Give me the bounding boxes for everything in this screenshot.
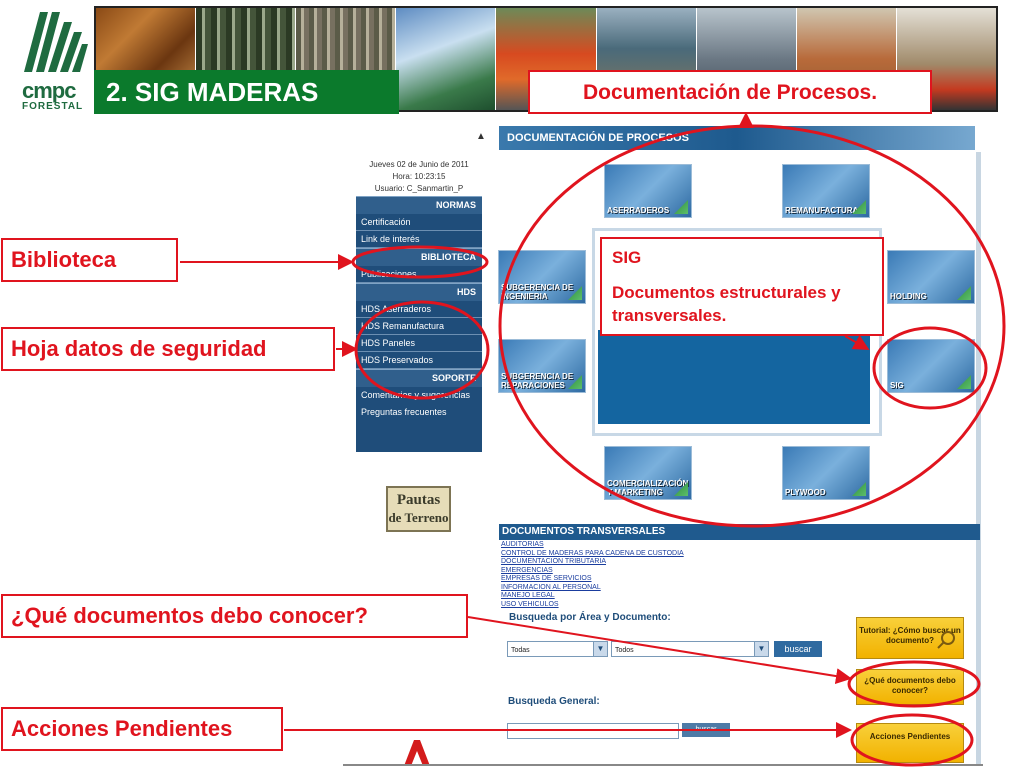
- general-search-label: Busqueda General:: [508, 696, 600, 707]
- section-title: 2. SIG MADERAS: [94, 70, 399, 114]
- link-uso-vehiculos[interactable]: USO VEHICULOS: [501, 600, 559, 608]
- tree-icon: [852, 482, 866, 496]
- nav-item-certificacion[interactable]: Certificación: [356, 214, 482, 231]
- footer-divider: [343, 764, 983, 766]
- magnifier-icon: [937, 631, 955, 649]
- caret-up-icon: ▲: [476, 131, 486, 142]
- nav-item-hds-paneles[interactable]: HDS Paneles: [356, 335, 482, 352]
- tile-subgerencia-ingenieria[interactable]: SUBGERENCIA DE INGENIERIA: [498, 250, 586, 304]
- logo-wordmark: cmpc: [22, 78, 76, 103]
- nav-item-hds-aserraderos[interactable]: HDS Aserraderos: [356, 301, 482, 318]
- link-auditorias[interactable]: AUDITORIAS: [501, 541, 544, 548]
- tree-icon: [957, 375, 971, 389]
- link-empresas-servicios[interactable]: EMPRESAS DE SERVICIOS: [501, 575, 592, 582]
- tile-label: PLYWOOD: [785, 488, 826, 497]
- side-nav: NORMAS Certificación Link de interés BIB…: [356, 196, 482, 452]
- tile-label: REMANUFACTURA: [785, 206, 859, 215]
- tree-icon: [674, 200, 688, 214]
- document-select[interactable]: Todos ▼: [611, 641, 769, 657]
- doc-procesos-banner: DOCUMENTACIÓN DE PROCESOS: [499, 126, 975, 150]
- tile-comercializacion[interactable]: COMERCIALIZACIÓN Y MARKETING: [604, 446, 692, 500]
- tile-subgerencia-reparaciones[interactable]: SUBGERENCIA DE REPARACIONES: [498, 339, 586, 393]
- pautas-line2: de Terreno: [388, 510, 449, 525]
- nav-item-comentarios[interactable]: Comentarios y sugerencias: [361, 390, 471, 400]
- transversales-links: AUDITORIAS CONTROL DE MADERAS PARA CADEN…: [501, 541, 684, 609]
- nav-head-soporte[interactable]: SOPORTE: [356, 369, 482, 387]
- tile-remanufactura[interactable]: REMANUFACTURA: [782, 164, 870, 218]
- link-informacion-personal[interactable]: INFORMACION AL PERSONAL: [501, 583, 601, 591]
- nav-item-publicaciones[interactable]: Publicaciones: [356, 266, 482, 283]
- area-select-value: Todas: [511, 647, 530, 654]
- general-search-button[interactable]: buscar: [682, 723, 730, 737]
- callout-acciones: Acciones Pendientes: [1, 707, 283, 751]
- callout-hoja-datos: Hoja datos de seguridad: [1, 327, 335, 371]
- link-manejo-legal[interactable]: MANEJO LEGAL: [501, 592, 555, 599]
- tile-aserraderos[interactable]: ASERRADEROS: [604, 164, 692, 218]
- tile-label: SIG: [890, 381, 904, 390]
- chevron-down-icon[interactable]: ▼: [754, 642, 768, 656]
- callout-biblioteca: Biblioteca: [1, 238, 178, 282]
- transversales-header: DOCUMENTOS TRANSVERSALES: [499, 524, 980, 540]
- nav-item-link-interes[interactable]: Link de interés: [356, 231, 482, 248]
- document-select-value: Todos: [615, 647, 634, 654]
- tile-plywood[interactable]: PLYWOOD: [782, 446, 870, 500]
- center-panel-content: [598, 330, 870, 424]
- nav-head-biblioteca[interactable]: BIBLIOTECA: [356, 248, 482, 266]
- tile-label: ASERRADEROS: [607, 206, 670, 215]
- area-select[interactable]: Todas ▼: [507, 641, 608, 657]
- pautas-terreno-button[interactable]: Pautas de Terreno: [386, 486, 451, 532]
- nav-item-hds-preservados[interactable]: HDS Preservados: [356, 352, 482, 369]
- cmpc-logo: [24, 12, 88, 72]
- chevron-down-icon[interactable]: ▼: [593, 642, 607, 656]
- callout-documentacion: Documentación de Procesos.: [528, 70, 932, 114]
- session-time: Hora: 10:23:15: [392, 172, 446, 181]
- tutorial-button[interactable]: Tutorial: ¿Cómo buscar un documento?: [856, 617, 964, 659]
- tile-holding[interactable]: HOLDING: [887, 250, 975, 304]
- session-info: Jueves 02 de Junio de 2011 Hora: 10:23:1…: [356, 159, 482, 195]
- tile-sig[interactable]: SIG: [887, 339, 975, 393]
- callout-sig-text: Documentos estructurales y transversales…: [612, 282, 841, 325]
- general-search-input[interactable]: [507, 723, 679, 739]
- callout-sig: SIG Documentos estructurales y transvers…: [600, 237, 884, 336]
- que-documentos-button[interactable]: ¿Qué documentos debo conocer?: [856, 669, 964, 705]
- nav-item-preguntas[interactable]: Preguntas frecuentes: [361, 407, 447, 417]
- tree-icon: [957, 286, 971, 300]
- callout-sig-title: SIG: [612, 248, 642, 267]
- session-user: Usuario: C_Sanmartin_P: [374, 184, 464, 193]
- page-border: [976, 152, 981, 764]
- search-button[interactable]: buscar: [774, 641, 822, 657]
- session-date: Jueves 02 de Junio de 2011: [369, 160, 469, 169]
- acciones-pendientes-button[interactable]: Acciones Pendientes: [856, 723, 964, 763]
- banner-photo: [396, 8, 497, 110]
- nav-head-hds[interactable]: HDS: [356, 283, 482, 301]
- search-area-label: Busqueda por Área y Documento:: [509, 612, 671, 623]
- pautas-line1: Pautas: [396, 492, 441, 508]
- logo-subtitle: FORESTAL: [22, 101, 84, 112]
- nav-item-hds-remanufactura[interactable]: HDS Remanufactura: [356, 318, 482, 335]
- tile-label: HOLDING: [890, 292, 927, 301]
- callout-que-documentos: ¿Qué documentos debo conocer?: [1, 594, 468, 638]
- adobe-reader-icon[interactable]: [402, 738, 432, 768]
- link-emergencias[interactable]: EMERGENCIAS: [501, 566, 553, 574]
- link-control-maderas[interactable]: CONTROL DE MADERAS PARA CADENA DE CUSTOD…: [501, 549, 684, 557]
- link-documentacion-tributaria[interactable]: DOCUMENTACION TRIBUTARIA: [501, 558, 607, 565]
- nav-head-normas[interactable]: NORMAS: [356, 196, 482, 214]
